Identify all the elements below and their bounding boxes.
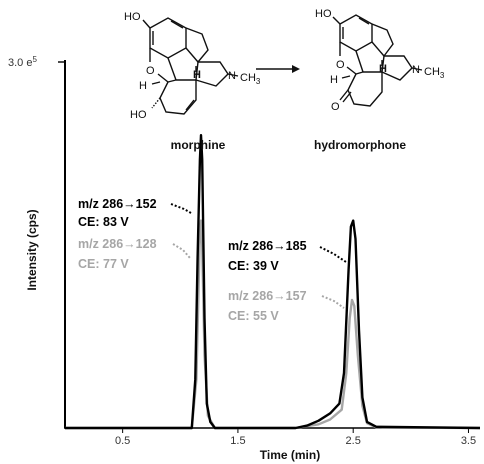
annotation-157-ce: CE: 55 V: [228, 309, 279, 323]
x-tick-label-0: 0.5: [115, 435, 130, 447]
hydromorphone-atom-ho-top: HO: [315, 8, 332, 20]
hydromorphone-atom-h-bridge: H: [379, 63, 387, 75]
hydromorphone-structure: [332, 14, 423, 107]
leader-line-157: [321, 295, 345, 309]
annotation-185-transition: m/z 286→185: [228, 239, 307, 253]
annotation-185-ce: CE: 39 V: [228, 259, 279, 273]
x-tick-label-2: 2.5: [346, 435, 361, 447]
morphine-label: morphine: [171, 138, 226, 152]
hydromorphone-atom-ch3: CH3: [424, 66, 445, 80]
annotation-152-ce: CE: 83 V: [78, 215, 129, 229]
x-tick-label-3: 3.5: [461, 435, 476, 447]
y-max-label: 3.0 e5: [8, 55, 37, 69]
hydromorphone-atom-o-ketone: O: [331, 101, 340, 113]
reaction-arrow-icon: [256, 65, 300, 73]
annotation-157-transition: m/z 286→157: [228, 289, 307, 303]
annotation-152-transition: m/z 286→152: [78, 197, 157, 211]
morphine-atom-ho-bottom: HO: [130, 109, 147, 121]
leader-line-185: [319, 246, 347, 263]
leader-line-152: [170, 203, 192, 214]
morphine-atom-o: O: [146, 65, 155, 77]
morphine-atom-ho-top: HO: [124, 11, 141, 23]
series-line-black: [65, 134, 481, 430]
morphine-atom-n: N: [228, 70, 236, 82]
y-axis-title: Intensity (cps): [25, 209, 39, 290]
morphine-atom-h-left: H: [139, 80, 147, 92]
x-axis-title: Time (min): [260, 448, 320, 462]
hydromorphone-atom-n: N: [412, 64, 420, 76]
morphine-atom-ch3: CH3: [240, 72, 261, 86]
leader-line-128: [172, 243, 191, 259]
series-line-gray: [65, 219, 481, 430]
morphine-structure: [142, 17, 239, 115]
x-tick-label-1: 1.5: [230, 435, 245, 447]
hydromorphone-label: hydromorphone: [314, 138, 406, 152]
hydromorphone-atom-o: O: [336, 59, 345, 71]
hydromorphone-atom-h-left: H: [330, 74, 338, 86]
morphine-atom-h-bridge: H: [193, 69, 201, 81]
annotation-128-transition: m/z 286→128: [78, 237, 157, 251]
annotation-128-ce: CE: 77 V: [78, 257, 129, 271]
